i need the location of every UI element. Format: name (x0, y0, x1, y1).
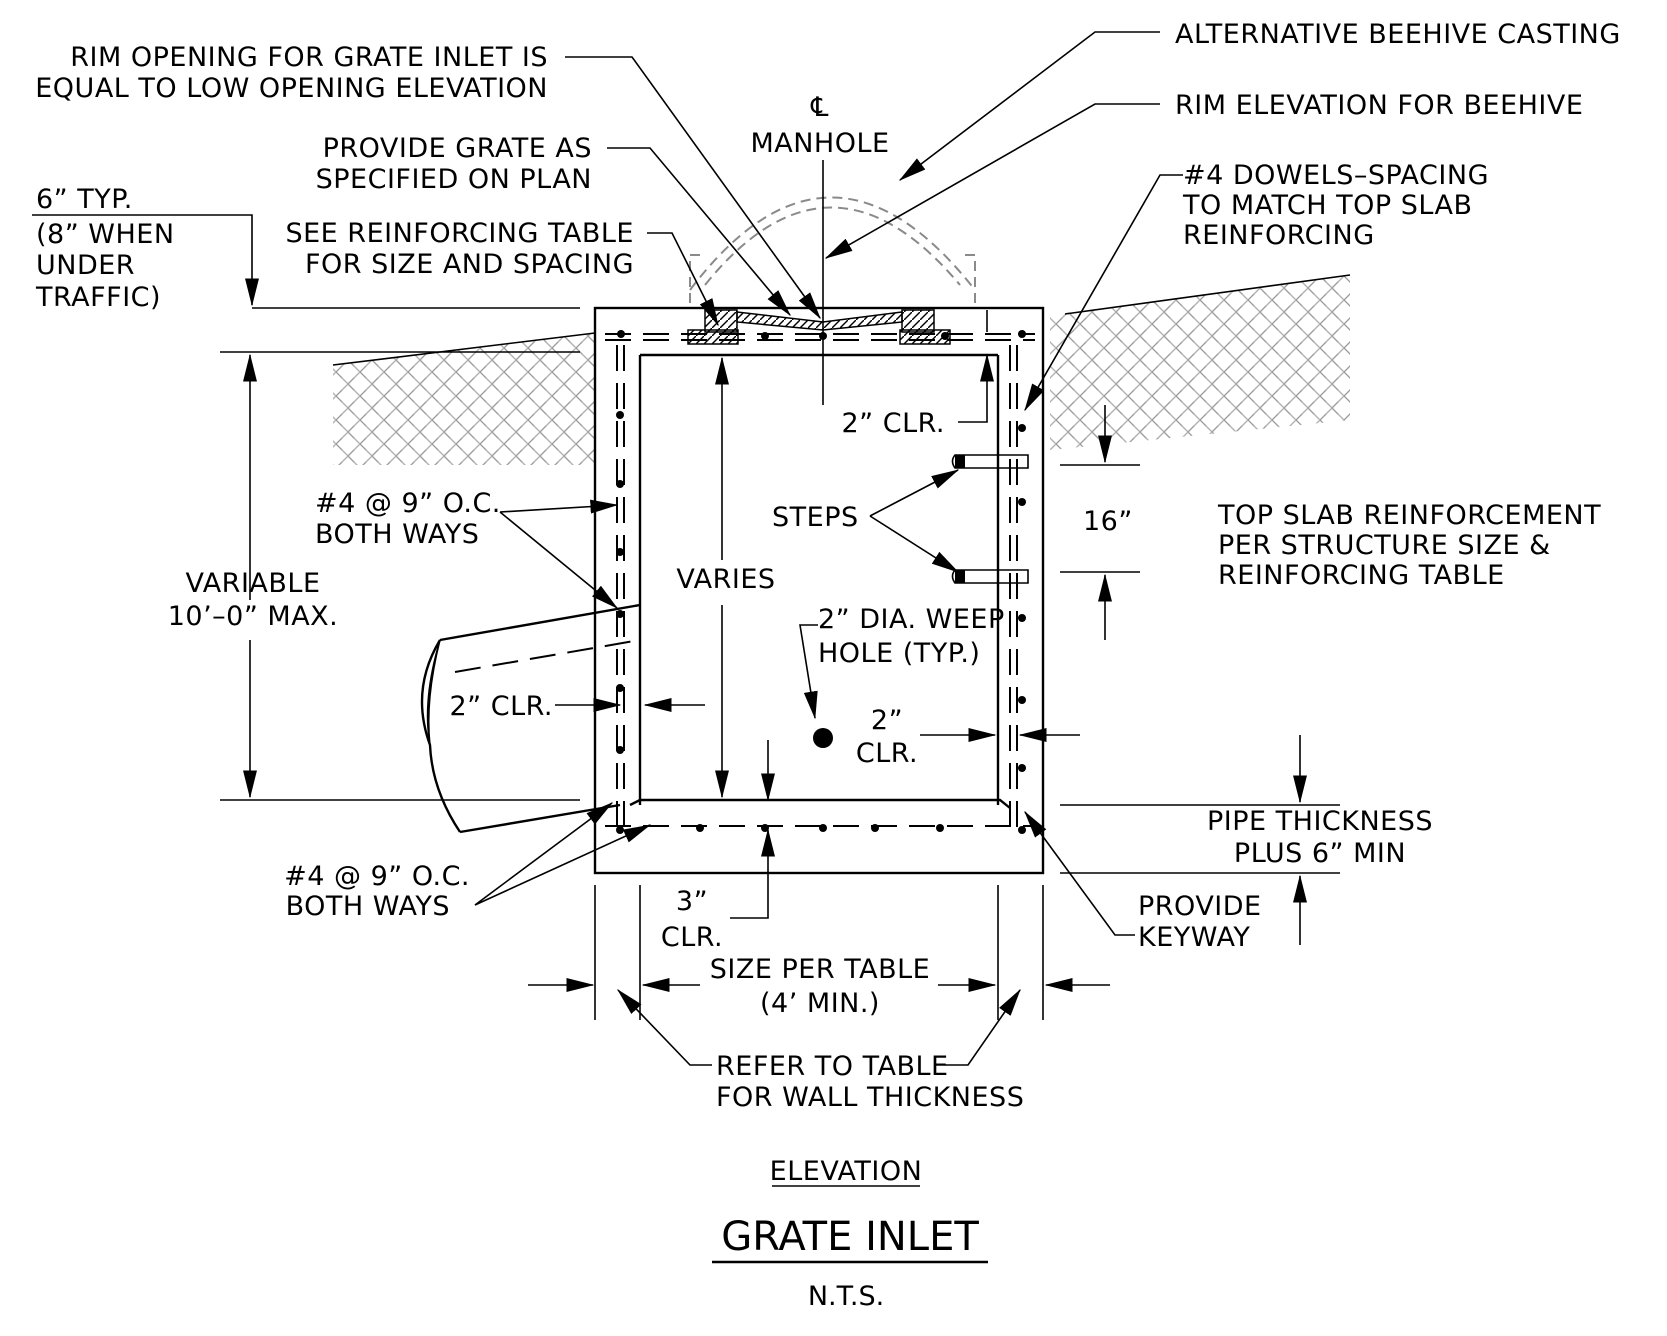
clr-top-label: 2” CLR. (841, 408, 945, 439)
soil-right (1050, 274, 1351, 450)
dowels-label-2: TO MATCH TOP SLAB (1182, 190, 1473, 221)
structure-outline (593, 306, 1045, 875)
size-label-1: SIZE PER TABLE (710, 954, 930, 985)
rebar-top-label-1: #4 @ 9” O.C. (315, 488, 501, 519)
floor-keyway (629, 798, 1011, 809)
pipe-label-2: PLUS 6” MIN (1234, 838, 1406, 869)
rebar-bot-label-2: BOTH WAYS (286, 891, 450, 922)
wall-label-2: FOR WALL THICKNESS (716, 1082, 1024, 1113)
alt-beehive-label: ALTERNATIVE BEEHIVE CASTING (1175, 19, 1621, 50)
drawing-title: GRATE INLET (721, 1214, 979, 1260)
rim-opening-label-1: RIM OPENING FOR GRATE INLET IS (70, 42, 548, 73)
steps-label: STEPS (772, 502, 859, 533)
sixteen-inch-label: 16” (1083, 506, 1133, 537)
leaders (32, 31, 1307, 1066)
soil-left (332, 332, 596, 465)
reinf-label-2: FOR SIZE AND SPACING (305, 249, 634, 280)
keyway-label-1: PROVIDE (1138, 891, 1262, 922)
clr-right-label-1: 2” (871, 705, 903, 736)
variable-label-2: 10’–0” MAX. (168, 601, 339, 632)
typ-label-3: UNDER (36, 250, 135, 281)
typ-label-4: TRAFFIC) (35, 282, 161, 313)
weep-label-1: 2” DIA. WEEP (818, 604, 1005, 635)
grate-frame (650, 307, 990, 345)
rim-beehive-label: RIM ELEVATION FOR BEEHIVE (1175, 90, 1583, 121)
keyway-label-2: KEYWAY (1138, 922, 1250, 953)
clr-left-label: 2” CLR. (449, 691, 553, 722)
clr-right-label-2: CLR. (856, 738, 918, 769)
manhole-label: MANHOLE (750, 128, 889, 159)
clr3-label-2: CLR. (661, 922, 723, 953)
inlet-pipe (420, 603, 641, 834)
rebar-top-label-2: BOTH WAYS (315, 519, 479, 550)
clr3-label-1: 3” (676, 886, 708, 917)
rim-opening-label-2: EQUAL TO LOW OPENING ELEVATION (35, 73, 548, 104)
dowels-label-3: REINFORCING (1183, 220, 1375, 251)
topslab-label-3: REINFORCING TABLE (1218, 560, 1505, 591)
reinf-label-1: SEE REINFORCING TABLE (285, 218, 634, 249)
centerline-symbol: ℄ (810, 92, 829, 123)
weep-label-2: HOLE (TYP.) (818, 638, 980, 669)
pipe-label-1: PIPE THICKNESS (1207, 806, 1433, 837)
varies-label: VARIES (676, 564, 775, 595)
inlet-structure (593, 306, 1045, 875)
grate-label-2: SPECIFIED ON PLAN (316, 164, 592, 195)
beehive-casting-outline (689, 196, 976, 305)
variable-label-1: VARIABLE (185, 568, 320, 599)
size-label-2: (4’ MIN.) (760, 988, 880, 1019)
topslab-label-1: TOP SLAB REINFORCEMENT (1217, 500, 1601, 531)
wall-label-1: REFER TO TABLE (716, 1051, 949, 1082)
dowels-label-1: #4 DOWELS–SPACING (1183, 160, 1489, 191)
typ-label-1: 6” TYP. (36, 184, 133, 215)
topslab-label-2: PER STRUCTURE SIZE & (1218, 530, 1551, 561)
weep-hole (813, 728, 833, 748)
grate-label-1: PROVIDE GRATE AS (323, 133, 592, 164)
scale-label: N.T.S. (808, 1281, 884, 1312)
typ-label-2: (8” WHEN (36, 219, 175, 250)
view-label: ELEVATION (770, 1156, 923, 1187)
rebar-bot-label-1: #4 @ 9” O.C. (284, 861, 470, 892)
